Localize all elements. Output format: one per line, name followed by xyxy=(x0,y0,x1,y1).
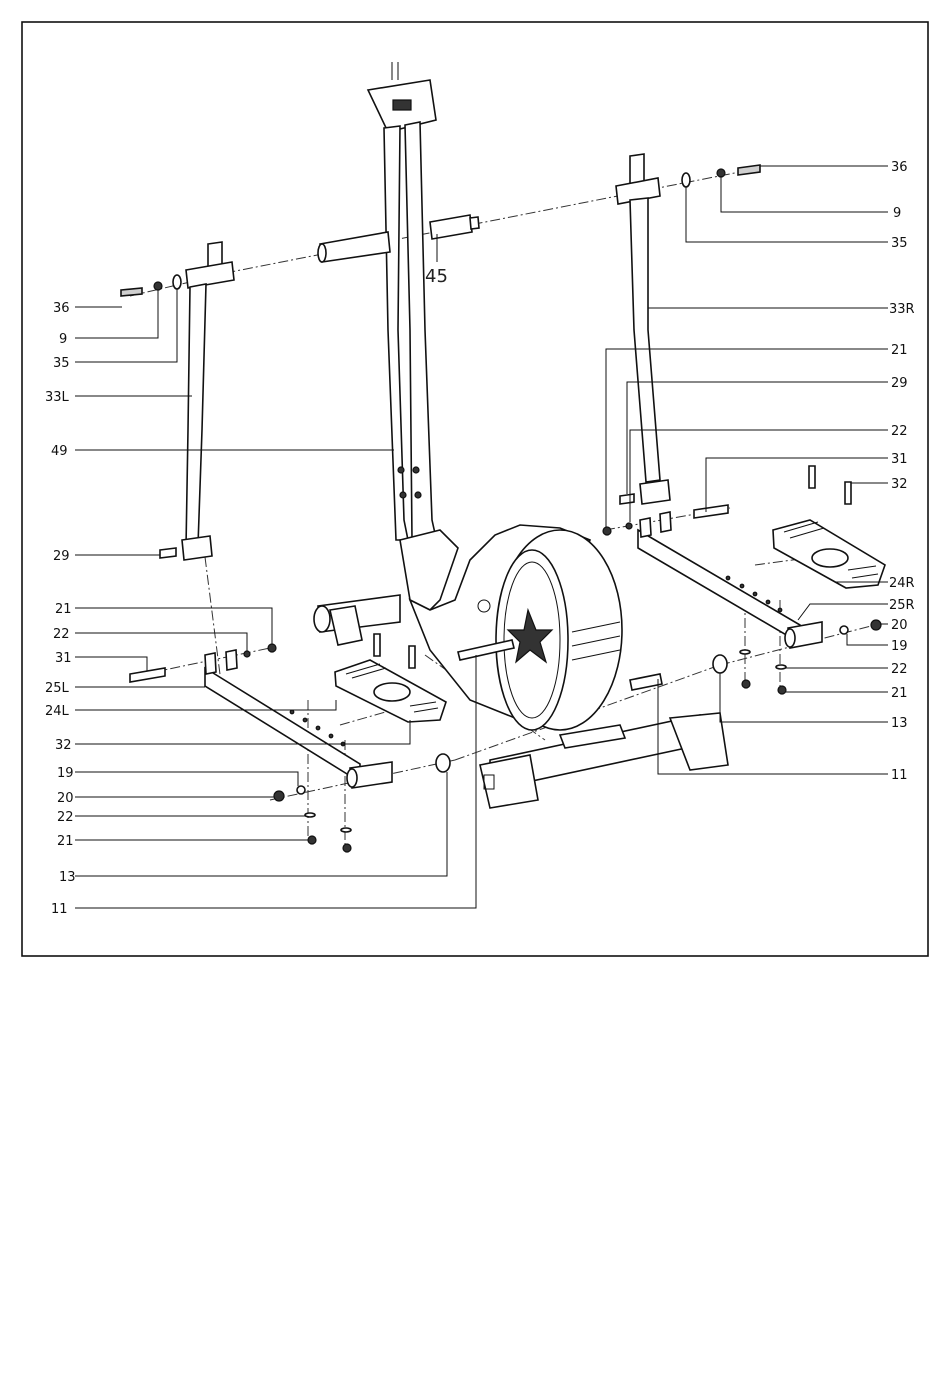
callout-left-13: 13 xyxy=(59,870,76,885)
fasteners xyxy=(121,165,881,852)
callout-left-25L: 25L xyxy=(45,681,70,696)
callout-left-31: 31 xyxy=(55,651,72,666)
callout-left-11: 11 xyxy=(51,902,68,917)
callout-right-9: 9 xyxy=(893,206,901,221)
callout-left-20: 20 xyxy=(57,791,74,806)
callout-left-36: 36 xyxy=(53,301,70,316)
callout-right-33R: 33R xyxy=(889,302,915,317)
callout-left-21-lower: 21 xyxy=(57,834,74,849)
axle-stub xyxy=(630,674,662,690)
callout-left-33L: 33L xyxy=(45,390,70,405)
callout-right-31: 31 xyxy=(891,452,908,467)
callout-left-32: 32 xyxy=(55,738,72,753)
callout-left-9: 9 xyxy=(59,332,67,347)
callout-right-36: 36 xyxy=(891,160,908,175)
callout-left-29: 29 xyxy=(53,549,70,564)
callout-left-22-lower: 22 xyxy=(57,810,74,825)
pedal-left xyxy=(335,660,446,722)
callout-right-35: 35 xyxy=(891,236,908,251)
assembly-axes xyxy=(130,168,875,850)
callout-right-13: 13 xyxy=(891,716,908,731)
pedal-right xyxy=(773,520,885,588)
front-stabilizer xyxy=(314,595,400,645)
callout-45: 45 xyxy=(425,266,448,287)
callout-right-11: 11 xyxy=(891,768,908,783)
handlebar-right xyxy=(616,154,670,504)
callout-right-25R: 25R xyxy=(889,598,915,613)
callout-right-21-lower: 21 xyxy=(891,686,908,701)
callout-left-22-upper: 22 xyxy=(53,627,70,642)
callout-right-24R: 24R xyxy=(889,576,915,591)
callout-right-20: 20 xyxy=(891,618,908,633)
callout-left-35: 35 xyxy=(53,356,70,371)
callout-left-49: 49 xyxy=(51,444,68,459)
callout-right-22-lower: 22 xyxy=(891,662,908,677)
callout-left-24L: 24L xyxy=(45,704,70,719)
callout-left-19: 19 xyxy=(57,766,74,781)
callout-right-21-upper: 21 xyxy=(891,343,908,358)
callout-left-21-upper: 21 xyxy=(55,602,72,617)
callout-right-29: 29 xyxy=(891,376,908,391)
callout-right-32: 32 xyxy=(891,477,908,492)
handlebar-left xyxy=(182,242,234,560)
rear-stabilizer xyxy=(480,713,728,808)
callout-right-19: 19 xyxy=(891,639,908,654)
callout-right-22-upper: 22 xyxy=(891,424,908,439)
